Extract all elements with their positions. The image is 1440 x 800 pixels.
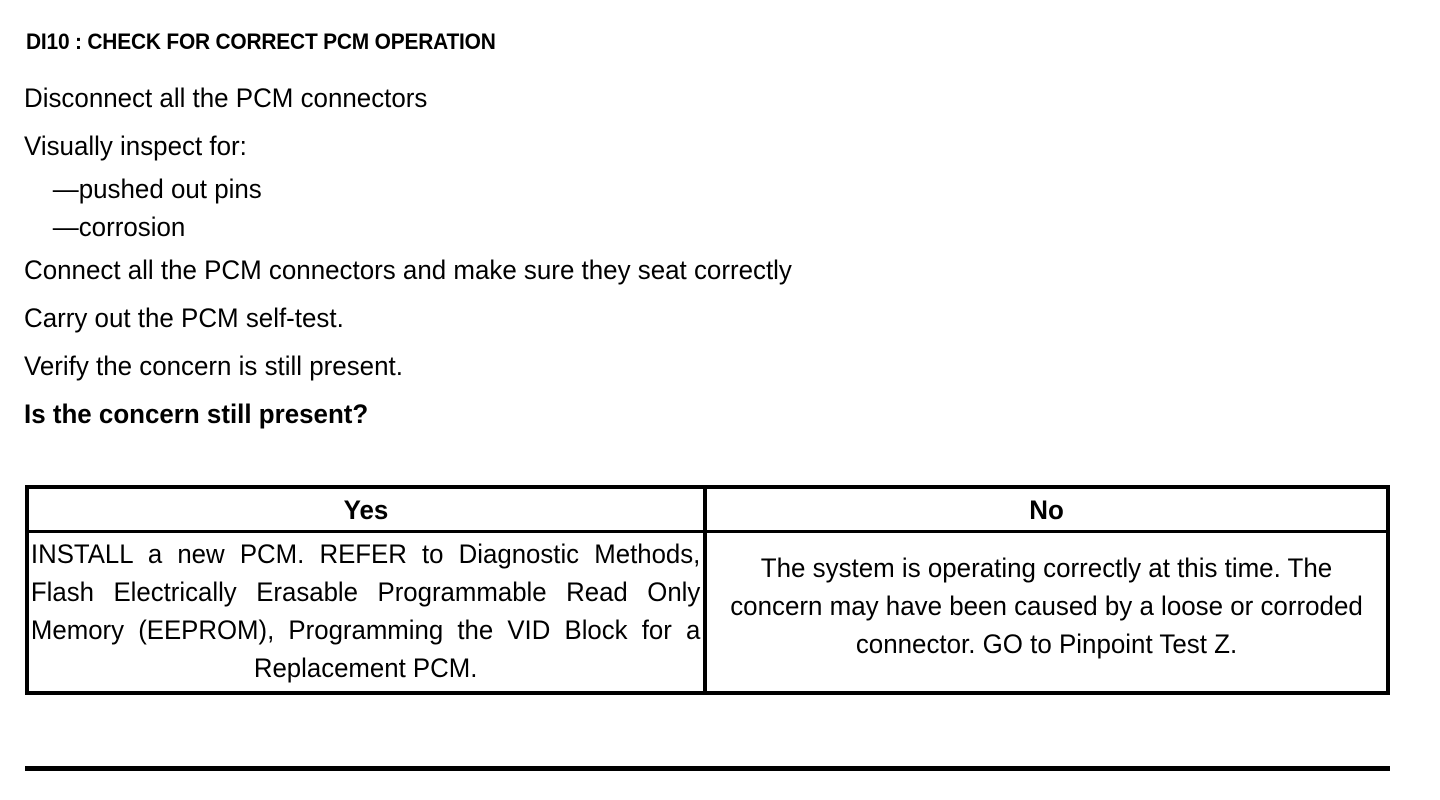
decision-table: Yes No INSTALL a new PCM. REFER to Diagn…: [25, 485, 1390, 695]
step-line: Carry out the PCM self-test.: [24, 303, 344, 333]
table-cell-no: The system is operating correctly at thi…: [707, 533, 1386, 691]
yes-action-text: INSTALL a new PCM. REFER to Diagnostic M…: [30, 539, 701, 683]
table-cell-yes: INSTALL a new PCM. REFER to Diagnostic M…: [29, 533, 707, 691]
page-title: DI10 : CHECK FOR CORRECT PCM OPERATION: [26, 29, 496, 54]
no-action-text: The system is operating correctly at thi…: [730, 553, 1363, 659]
step-line: Visually inspect for:: [24, 131, 247, 161]
table-header-cell-no: No: [707, 489, 1386, 530]
decision-question: Is the concern still present?: [24, 399, 369, 429]
list-item: —corrosion: [52, 212, 186, 242]
step-line: Disconnect all the PCM connectors: [24, 83, 428, 113]
step-line: Verify the concern is still present.: [24, 351, 403, 381]
column-header-yes: Yes: [343, 495, 389, 525]
step-line: Connect all the PCM connectors and make …: [24, 255, 792, 285]
table-header-cell-yes: Yes: [29, 489, 707, 530]
list-item: —pushed out pins: [52, 174, 262, 204]
column-header-no: No: [1029, 495, 1064, 525]
table-header-row: Yes No: [29, 489, 1386, 533]
inspection-bullet-list: —pushed out pins —corrosion: [24, 170, 1404, 246]
table-row: INSTALL a new PCM. REFER to Diagnostic M…: [29, 533, 1386, 691]
procedure-steps: Disconnect all the PCM connectors Visual…: [24, 74, 1404, 438]
footer-divider: [25, 766, 1390, 771]
